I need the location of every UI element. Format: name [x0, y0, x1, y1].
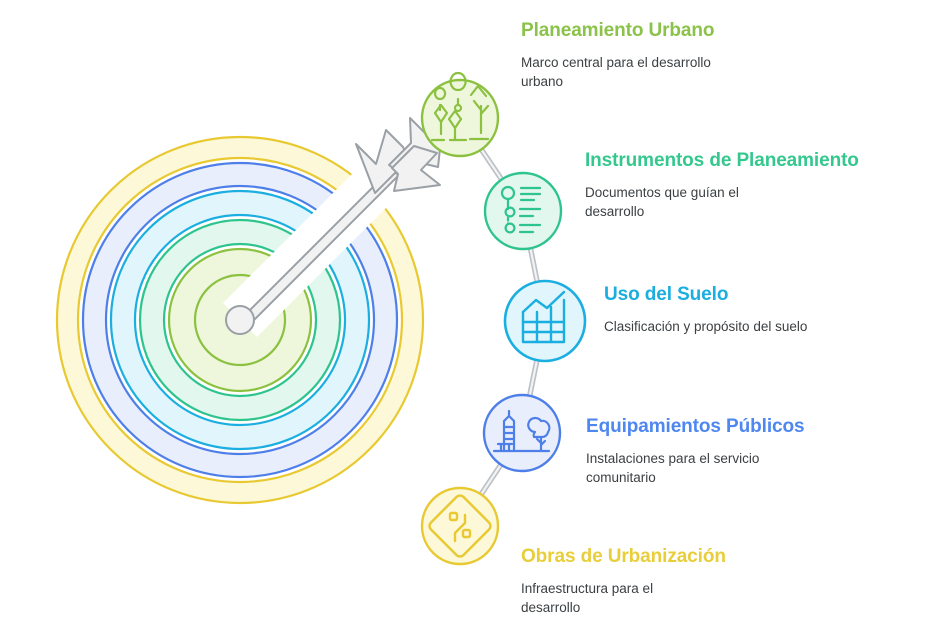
connector-line-highlight	[459, 117, 547, 527]
arrow	[225, 117, 444, 335]
connector-line	[457, 116, 548, 528]
icon-circle-planeamiento-urbano[interactable]	[420, 71, 500, 158]
ring-obras-de-urbanizacion	[55, 135, 425, 505]
step-description: Infraestructura para el desarrollo	[521, 581, 654, 615]
step-description: Instalaciones para el servicio comunitar…	[586, 451, 760, 485]
step-title: Equipamientos Públicos	[586, 416, 805, 437]
icon-circle-instrumentos-de-planeamiento[interactable]	[483, 171, 563, 251]
icon-circle-uso-del-suelo[interactable]	[503, 279, 587, 363]
step-text-uso-del-suelo: Uso del Suelo Clasificación y propósito …	[604, 284, 807, 336]
step-description: Documentos que guían el desarrollo	[585, 185, 739, 219]
ring-instrumentos-de-planeamiento	[138, 218, 342, 422]
step-title: Instrumentos de Planeamiento	[585, 150, 859, 171]
step-text-instrumentos-de-planeamiento: Instrumentos de Planeamiento Documentos …	[585, 150, 859, 221]
ring-uso-del-suelo	[109, 189, 371, 451]
icon-circle-obras-de-urbanizacion[interactable]	[420, 486, 500, 566]
ring-equipamientos-publicos	[81, 161, 399, 479]
park-magnifier-icon	[430, 71, 490, 142]
road-sign-icon	[428, 494, 492, 558]
step-text-obras-de-urbanizacion: Obras de Urbanización Infraestructura pa…	[521, 546, 726, 617]
icon-circle-equipamientos-publicos[interactable]	[482, 393, 562, 473]
building-tree-bench-icon	[492, 409, 551, 453]
step-title: Planeamiento Urbano	[521, 20, 715, 41]
step-title: Obras de Urbanización	[521, 546, 726, 567]
step-description: Marco central para el desarrollo urbano	[521, 55, 711, 89]
step-text-planeamiento-urbano: Planeamiento Urbano Marco central para e…	[521, 20, 745, 91]
document-list-icon	[500, 185, 542, 234]
ring-planeamiento-urbano	[167, 247, 313, 393]
land-grid-chart-icon	[521, 290, 566, 344]
step-title: Uso del Suelo	[604, 284, 729, 305]
step-description: Clasificación y propósito del suelo	[604, 319, 808, 334]
bullseye-hub	[225, 305, 255, 335]
step-text-equipamientos-publicos: Equipamientos Públicos Instalaciones par…	[586, 416, 805, 487]
